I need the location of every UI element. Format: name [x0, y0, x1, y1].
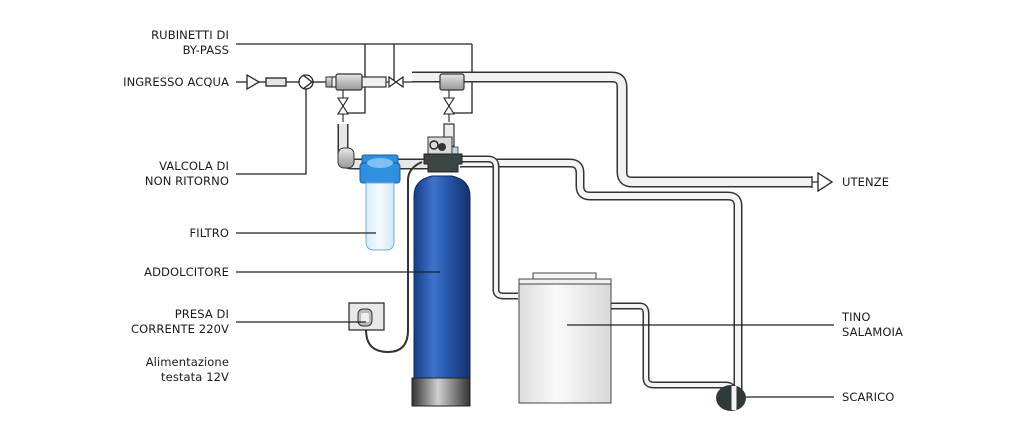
drain — [716, 385, 746, 411]
drain-pipe — [460, 158, 743, 402]
label-power-socket-line1: PRESA DI — [174, 307, 229, 321]
brine-line — [462, 155, 518, 300]
label-brine-tank-line2: SALAMOIA — [842, 325, 903, 339]
inlet-pipe — [325, 73, 387, 91]
label-bypass-line2: BY-PASS — [182, 43, 229, 57]
label-power-socket: PRESA DI CORRENTE 220V — [131, 307, 229, 337]
label-brine-tank: TINO SALAMOIA — [842, 310, 903, 340]
label-check-valve-line1: VALCOLA DI — [159, 159, 229, 173]
label-head-power-line1: Alimentazione — [145, 355, 229, 369]
filter — [359, 154, 401, 251]
brine-tank — [518, 272, 612, 404]
softener-head — [423, 136, 463, 173]
check-valve — [236, 74, 328, 175]
softener-tank — [411, 175, 471, 407]
label-filter: FILTRO — [189, 226, 229, 240]
label-check-valve-line2: NON RITORNO — [144, 174, 229, 188]
label-bypass-line1: RUBINETTI DI — [151, 28, 229, 42]
label-head-power-line2: testata 12V — [161, 370, 229, 384]
inlet-down-pipe — [337, 124, 432, 170]
label-drain: SCARICO — [842, 390, 895, 404]
label-brine-tank-line1: TINO — [842, 310, 871, 324]
label-softener: ADDOLCITORE — [144, 265, 229, 279]
outlet-branch-valves — [443, 90, 455, 122]
bypass-valve — [386, 75, 412, 89]
inlet-branch-valves — [337, 90, 349, 122]
label-power-socket-line2: CORRENTE 220V — [131, 322, 229, 336]
power-socket — [348, 302, 385, 331]
label-water-inlet: INGRESSO ACQUA — [123, 75, 229, 89]
label-check-valve: VALCOLA DI NON RITORNO — [145, 159, 229, 189]
leader-lines — [236, 232, 834, 398]
bypass-leader-lines — [236, 43, 473, 114]
power-cord — [365, 161, 423, 354]
label-outlet: UTENZE — [842, 175, 890, 189]
overflow-line — [611, 302, 738, 402]
label-head-power: Alimentazione testata 12V — [146, 355, 229, 385]
inlet-arrow — [236, 73, 299, 91]
outlet-pipe — [412, 71, 834, 193]
label-bypass-valves: RUBINETTI DI BY-PASS — [151, 28, 229, 58]
